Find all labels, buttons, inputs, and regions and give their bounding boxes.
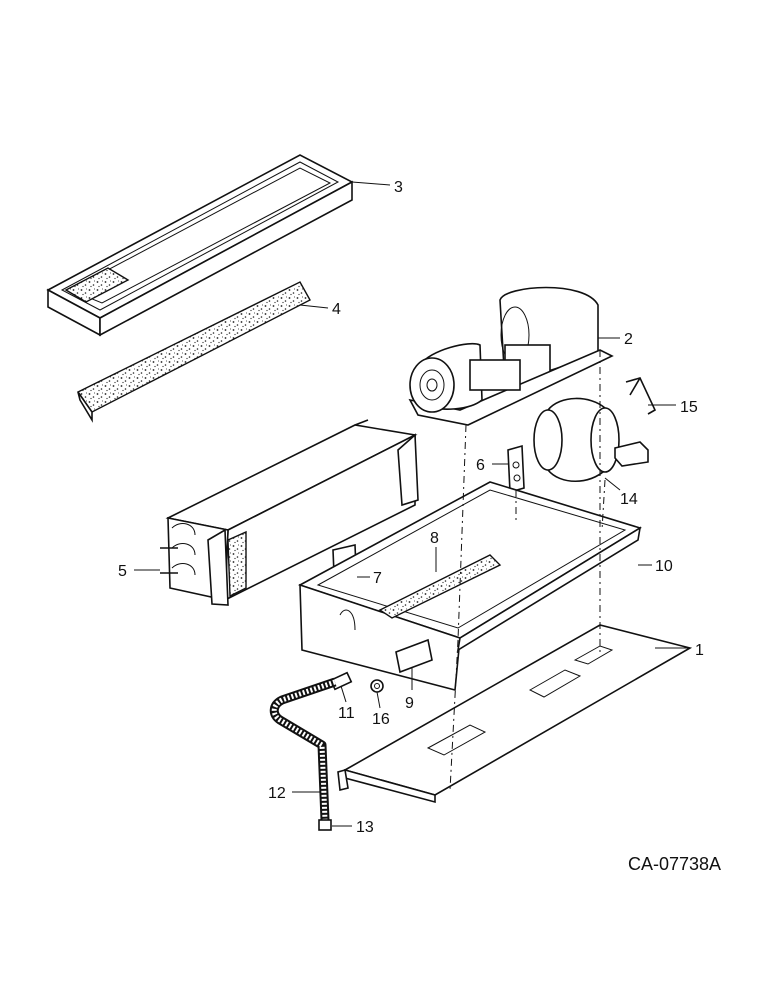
callout-7: 7 [373, 570, 382, 587]
callout-16: 16 [372, 711, 390, 728]
callout-13: 13 [356, 819, 374, 836]
callout-14: 14 [620, 491, 638, 508]
callout-9: 9 [405, 695, 414, 712]
part-12-drain-hose [269, 677, 337, 821]
part-16-fitting [370, 679, 384, 693]
part-2-blower-assembly [408, 286, 614, 426]
callout-12: 12 [268, 785, 286, 802]
centerlines [449, 350, 606, 791]
callout-2: 2 [624, 331, 633, 348]
callout-5: 5 [118, 563, 127, 580]
callout-10: 10 [655, 558, 673, 575]
part-14-motor [533, 397, 649, 482]
drawing-number: CA-07738A [628, 854, 721, 874]
callout-6: 6 [476, 457, 485, 474]
callout-15: 15 [680, 399, 698, 416]
leader-lines [134, 181, 690, 827]
part-6-bracket [507, 444, 525, 494]
part-3-filter-housing [46, 154, 354, 337]
part-15-clip [625, 377, 657, 415]
callout-3: 3 [394, 179, 403, 196]
callout-4: 4 [332, 301, 341, 318]
part-5-evaporator-core [160, 419, 419, 606]
callout-11: 11 [338, 705, 355, 722]
part-13-hose-clamp [318, 819, 332, 831]
callout-1: 1 [695, 642, 704, 659]
callout-8: 8 [430, 530, 439, 547]
part-9-clamp [395, 638, 433, 674]
part-4-filter-pad [76, 281, 311, 423]
